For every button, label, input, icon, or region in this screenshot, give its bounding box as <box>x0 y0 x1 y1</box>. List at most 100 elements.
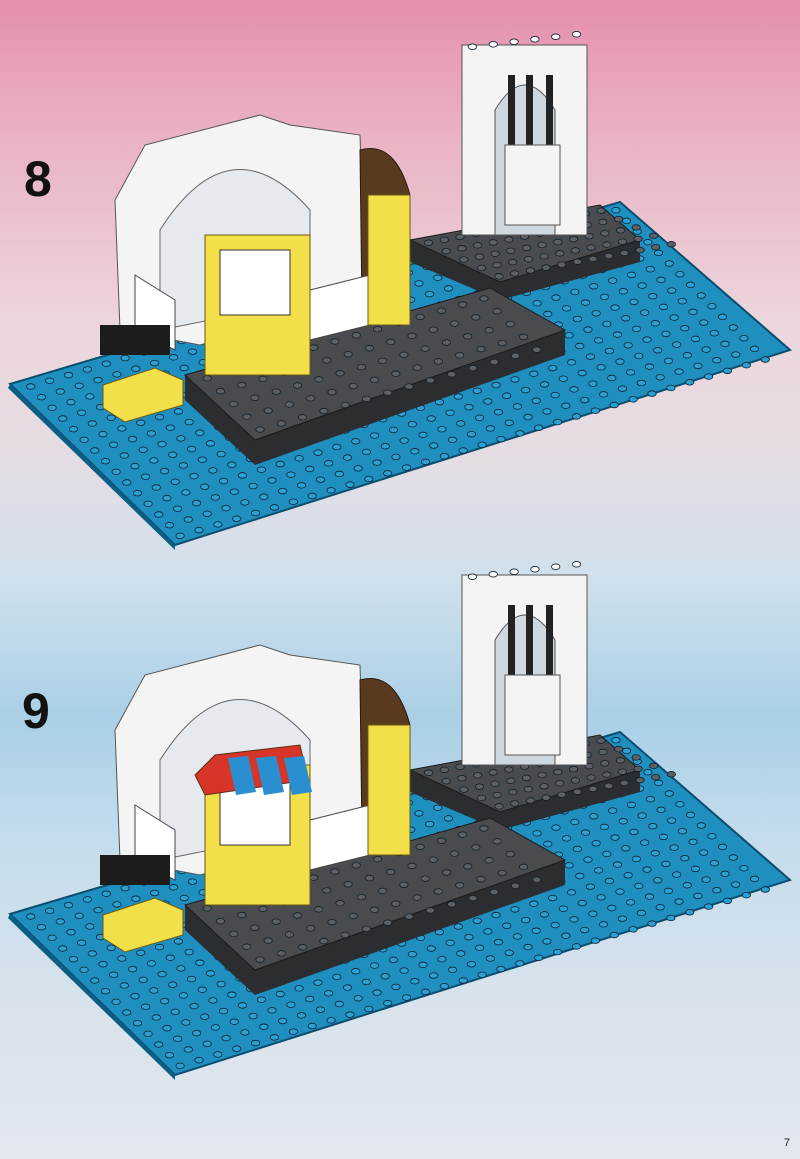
baseplate-stud <box>439 452 449 460</box>
baseplate-stud <box>598 391 609 398</box>
platform-stud <box>541 264 551 271</box>
baseplate-stud <box>548 894 558 902</box>
platform-stud <box>476 264 487 272</box>
platform-stud <box>651 773 661 781</box>
platform-stud <box>457 775 467 782</box>
baseplate-stud <box>523 413 533 421</box>
baseplate-stud <box>653 877 663 884</box>
baseplate-stud <box>194 1056 204 1064</box>
baseplate-stud <box>155 413 165 421</box>
baseplate-stud <box>664 260 674 267</box>
baseplate-stud <box>693 892 703 900</box>
baseplate-stud <box>131 365 141 372</box>
baseplate-stud <box>653 779 664 787</box>
baseplate-stud <box>213 1051 223 1058</box>
baseplate-stud <box>216 450 226 458</box>
baseplate-stud <box>407 950 417 958</box>
platform-stud <box>298 944 308 951</box>
baseplate-stud <box>551 824 561 831</box>
baseplate-stud <box>345 481 355 488</box>
wall-stud <box>530 566 540 573</box>
platform-stud <box>330 338 340 345</box>
baseplate-stud <box>648 823 658 830</box>
baseplate-stud <box>426 415 436 422</box>
baseplate-stud <box>391 983 401 991</box>
baseplate-stud <box>141 473 151 481</box>
baseplate-stud <box>594 867 604 874</box>
platform-stud <box>476 345 486 353</box>
page-number: 7 <box>783 1137 790 1149</box>
platform-stud <box>378 357 388 365</box>
baseplate-stud <box>615 358 625 365</box>
baseplate-stud <box>618 288 628 295</box>
platform-stud <box>404 913 414 920</box>
platform-stud <box>596 207 606 214</box>
baseplate-stud <box>119 452 129 459</box>
baseplate-stud <box>504 419 514 426</box>
platform-stud <box>539 783 549 790</box>
platform-stud <box>309 344 319 351</box>
baseplate-stud <box>63 901 74 909</box>
baseplate-stud <box>575 342 585 350</box>
baseplate-stud <box>458 977 468 984</box>
baseplate-stud <box>187 878 198 885</box>
baseplate-stud <box>79 966 89 974</box>
gate-panel <box>504 144 561 226</box>
platform-stud <box>649 762 659 770</box>
baseplate-stud <box>569 916 579 923</box>
baseplate-stud <box>197 456 207 463</box>
baseplate-stud <box>248 482 258 490</box>
platform-stud <box>255 426 265 433</box>
platform-stud <box>525 267 535 274</box>
platform-stud <box>348 912 358 920</box>
baseplate-stud <box>342 984 353 991</box>
baseplate-stud <box>383 470 393 477</box>
baseplate-stud <box>602 850 612 858</box>
baseplate-stud <box>636 379 646 387</box>
baseplate-stud <box>146 960 156 967</box>
baseplate-stud <box>143 500 153 508</box>
platform-stud <box>351 332 361 339</box>
baseplate-stud <box>741 891 751 899</box>
step-9-illustration <box>8 561 792 1080</box>
platform-stud <box>604 782 614 790</box>
platform-stud <box>492 308 502 315</box>
baseplate-stud <box>608 807 618 814</box>
platform-stud <box>250 924 260 931</box>
baseplate-stud <box>580 299 591 306</box>
baseplate-stud <box>90 977 100 984</box>
baseplate-stud <box>229 1018 239 1025</box>
baseplate-stud <box>345 1011 355 1018</box>
platform-stud <box>258 905 268 913</box>
wall-stud <box>571 31 582 38</box>
platform-stud <box>510 352 521 360</box>
baseplate-stud <box>26 913 36 920</box>
baseplate-stud <box>136 419 146 426</box>
baseplate-stud <box>680 855 690 862</box>
baseplate-stud <box>491 911 501 919</box>
baseplate-stud <box>370 962 380 969</box>
gate-bar <box>526 605 533 675</box>
platform-stud <box>537 241 547 249</box>
baseplate-stud <box>55 388 65 395</box>
baseplate-stud <box>502 392 512 399</box>
baseplate-stud <box>414 810 424 817</box>
baseplate-stud <box>570 288 580 296</box>
baseplate-stud <box>512 403 522 410</box>
baseplate-stud <box>77 409 87 417</box>
baseplate-stud <box>372 459 382 466</box>
platform-stud <box>242 413 252 420</box>
platform-stud <box>364 874 375 882</box>
platform-stud <box>468 364 478 372</box>
platform-stud <box>568 765 579 773</box>
baseplate-stud <box>609 401 619 409</box>
baseplate-stud <box>685 379 695 386</box>
baseplate-stud <box>87 420 97 427</box>
baseplate-stud <box>98 960 108 968</box>
baseplate-stud <box>119 982 129 989</box>
baseplate-stud <box>200 1013 210 1020</box>
baseplate-stud <box>191 1029 202 1037</box>
baseplate-stud <box>162 1024 172 1032</box>
baseplate-stud <box>58 415 68 422</box>
platform-stud <box>506 777 516 784</box>
